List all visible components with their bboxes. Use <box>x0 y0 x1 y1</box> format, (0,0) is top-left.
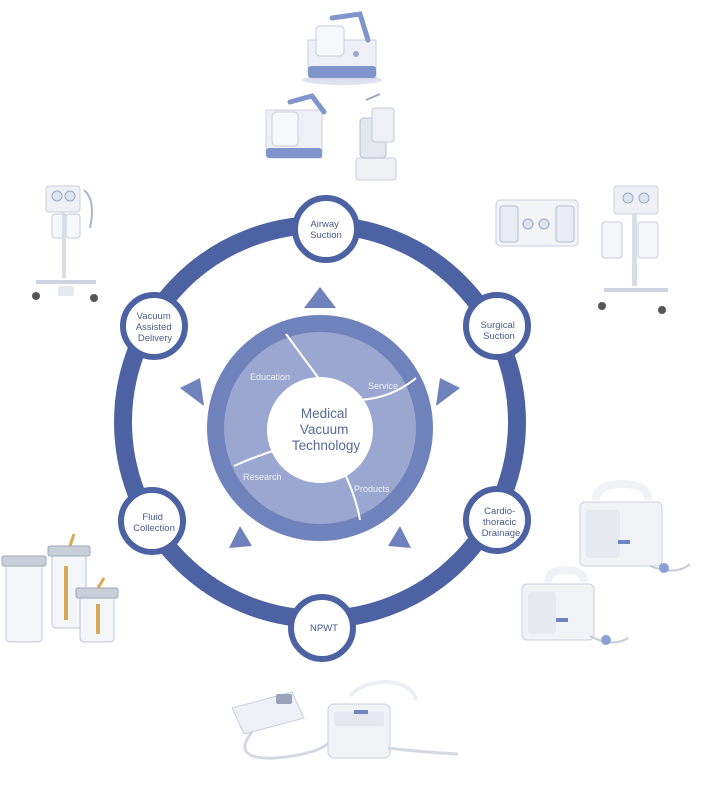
node-npwt: NPWT <box>288 594 356 662</box>
node-fluid-collection-line-1: Fluid <box>142 512 163 523</box>
node-airway-suction-line-1: Airway <box>310 219 339 230</box>
hub <box>180 287 460 548</box>
center-title-line-3: Technology <box>292 438 361 453</box>
segment-label-products: Products <box>354 484 390 494</box>
node-vacuum-assisted-delivery: Vacuum Assisted Delivery <box>120 292 188 360</box>
node-surgical-suction-line-2: Suction <box>483 331 515 342</box>
svg-text:NPWT: NPWT <box>310 623 338 634</box>
hub-arrow-upper-right <box>436 378 460 406</box>
node-fluid-collection: Fluid Collection <box>118 487 186 555</box>
center-title-line-1: Medical <box>301 406 348 421</box>
node-surgical-suction: Surgical Suction <box>463 292 531 360</box>
node-cardio-thoracic-drainage-line-3: Drainage <box>482 528 521 539</box>
drainage-devices-icon <box>521 479 691 645</box>
node-vacuum-assisted-delivery-line-2: Assisted <box>136 322 172 333</box>
node-cardio-thoracic-drainage-line-1: Cardio- <box>484 506 515 517</box>
hub-arrow-upper-left <box>180 378 204 406</box>
node-vacuum-assisted-delivery-line-3: Delivery <box>138 333 173 344</box>
svg-text:Cardio- thoracic D: Cardio- thoracic Drainage <box>482 506 521 539</box>
suction-cart-right-icon <box>495 185 668 314</box>
segment-label-education: Education <box>250 372 290 382</box>
svg-text:Vacuum Assisted De: Vacuum Assisted Delivery <box>136 311 175 344</box>
collection-canisters-icon <box>1 533 119 643</box>
suction-unit-top-icon <box>302 11 382 85</box>
center-title: Medical Vacuum Technology <box>292 406 361 453</box>
svg-text:Airway Suction: Airway Suction <box>310 219 342 241</box>
node-vacuum-assisted-delivery-line-1: Vacuum <box>137 311 171 322</box>
node-airway-suction-line-2: Suction <box>310 230 342 241</box>
node-surgical-suction-line-1: Surgical <box>481 320 515 331</box>
suction-cart-left-icon <box>32 185 98 302</box>
node-airway-suction: Airway Suction <box>292 195 360 263</box>
hub-arrow-lower-left <box>229 526 252 548</box>
center-title-line-2: Vacuum <box>300 422 349 437</box>
svg-text:Surgical Suction: Surgical Suction <box>481 320 518 342</box>
node-cardio-thoracic-drainage-line-2: thoracic <box>483 517 517 528</box>
svg-text:Fluid Collection: Fluid Collection <box>133 512 175 534</box>
node-npwt-line-1: NPWT <box>310 623 338 634</box>
npwt-devices-icon <box>231 679 459 760</box>
hub-center <box>267 377 373 483</box>
suction-units-pair-icon <box>265 93 397 181</box>
hub-arrow-lower-right <box>388 526 411 548</box>
segment-label-research: Research <box>243 472 282 482</box>
node-cardio-thoracic-drainage: Cardio- thoracic Drainage <box>463 486 531 554</box>
hub-arrow-top <box>304 287 336 308</box>
segment-label-service: Service <box>368 381 398 391</box>
node-fluid-collection-line-2: Collection <box>133 523 175 534</box>
